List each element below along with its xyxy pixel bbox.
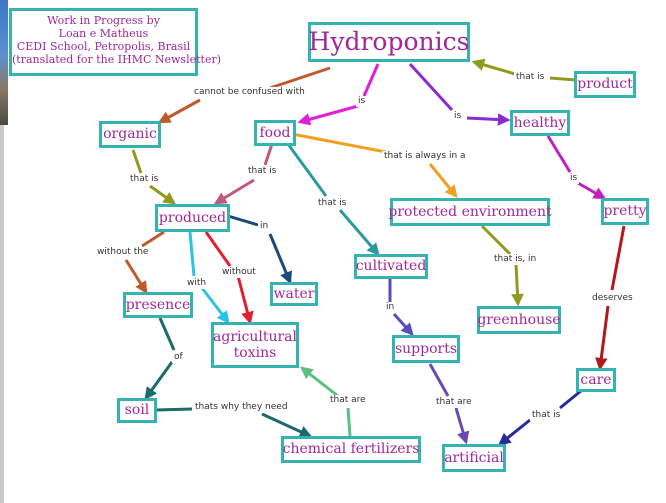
link-protected-thatisin — [480, 224, 512, 256]
concept-hydroponics[interactable]: Hydroponics — [308, 22, 470, 62]
link-presence-of — [158, 317, 176, 351]
link-without-presence — [124, 259, 148, 295]
link-soil-thatswhy — [155, 407, 193, 412]
concept-greenhouse[interactable]: greenhouse — [477, 306, 561, 334]
link-label-in-supports: in — [384, 302, 397, 313]
link-food-always — [291, 132, 387, 154]
link-label-with: with — [185, 278, 209, 289]
link-label-that-is-organic: that is — [128, 174, 161, 185]
credits-box: Work in Progress by Loan e Matheus CEDI … — [9, 8, 221, 76]
link-label-that-are-artificial: that are — [434, 397, 474, 408]
concept-artificial[interactable]: artificial — [442, 444, 506, 472]
link-hydroponics-is2 — [408, 62, 454, 112]
link-food-thatis — [263, 143, 274, 166]
concept-product[interactable]: product — [574, 71, 636, 98]
concept-soil[interactable]: soil — [117, 398, 157, 423]
window-edge-lower — [0, 125, 4, 503]
link-hydroponics-is — [362, 63, 380, 97]
concept-care[interactable]: care — [576, 368, 616, 392]
link-thatisin-greenhouse — [511, 263, 524, 307]
concept-supports[interactable]: supports — [392, 335, 460, 363]
concept-water[interactable]: water — [270, 282, 318, 306]
link-produced-with — [188, 231, 196, 277]
link-is-pretty — [577, 181, 607, 200]
link-in-water — [268, 233, 292, 285]
concept-protected-environment[interactable]: protected environment — [388, 198, 552, 226]
link-thatare-artificial — [454, 407, 470, 445]
link-food-thatis2 — [286, 143, 328, 197]
link-thatis-artificial — [498, 418, 531, 446]
link-label-is-healthy: is — [452, 111, 464, 122]
link-label-is-pretty: is — [568, 173, 580, 184]
link-in-supports — [392, 312, 414, 336]
window-edge — [0, 0, 8, 125]
link-label-that-are-toxins: that are — [328, 395, 368, 406]
link-hydroponics-label-cannot — [269, 66, 331, 90]
link-label-thats-why-they-need: thats why they need — [193, 402, 290, 413]
concept-food[interactable]: food — [254, 120, 296, 146]
link-label-of: of — [172, 352, 185, 363]
link-label-cannot-be-confused-with: cannot be confused with — [192, 87, 307, 98]
link-supports-thatare — [428, 363, 450, 397]
link-label-that-is-care: that is — [530, 410, 563, 421]
concept-agricultural-toxins[interactable]: agricultural toxins — [211, 322, 299, 368]
link-always-protected — [428, 163, 458, 198]
link-fert-thatare — [346, 407, 352, 437]
link-label-in-water: in — [258, 221, 271, 232]
link-label-without-the: without the — [95, 247, 151, 258]
link-label-that-is-in: that is, in — [492, 254, 539, 265]
credits-line-3: CEDI School, Petropolis, Brasil — [16, 40, 191, 53]
link-thatis-hydroponics — [471, 58, 516, 76]
link-thatare-toxins — [300, 366, 339, 398]
concept-organic[interactable]: organic — [99, 121, 161, 148]
concept-agricultural-toxins-line1: agricultural — [213, 328, 297, 345]
link-without2-toxins — [236, 275, 254, 325]
concept-healthy[interactable]: healthy — [510, 110, 570, 136]
concept-produced[interactable]: produced — [155, 204, 230, 232]
concept-presence[interactable]: presence — [123, 292, 193, 318]
link-product-thatis — [549, 76, 577, 82]
link-care-thatis — [559, 388, 583, 410]
link-thatswhy-fert — [261, 412, 313, 438]
link-with-toxins — [200, 287, 230, 325]
link-label-that-is-food: that is — [246, 166, 279, 177]
link-cannot-organic — [157, 98, 201, 124]
link-label-that-is-always-in-a: that is always in a — [382, 151, 468, 162]
concept-cultivated[interactable]: cultivated — [354, 254, 428, 279]
link-produced-without2 — [204, 231, 232, 267]
concept-pretty[interactable]: pretty — [601, 198, 649, 225]
link-label-without: without — [220, 267, 258, 278]
link-label-that-is-cultivated: that is — [316, 198, 349, 209]
link-healthy-is — [546, 135, 572, 173]
link-label-deserves: deserves — [590, 293, 635, 304]
credits-line-4: (translated for the IHMC Newsletter) — [12, 53, 221, 66]
link-organic-thatis — [131, 149, 143, 174]
credits-line-2: Loan e Matheus — [58, 27, 149, 40]
concept-chemical-fertilizers[interactable]: chemical fertilizers — [281, 436, 421, 463]
link-label-that-is-product: that is — [514, 72, 547, 83]
link-pretty-deserves — [610, 225, 626, 291]
link-is-food — [297, 104, 359, 126]
link-label-is-food: is — [356, 96, 368, 107]
link-thatis-produced2 — [213, 178, 255, 205]
credits-line-1: Work in Progress by — [47, 14, 160, 27]
link-deserves-care — [595, 305, 610, 371]
link-thatis-produced — [149, 184, 177, 205]
link-of-soil — [144, 361, 174, 401]
concept-agricultural-toxins-line2: toxins — [233, 345, 277, 361]
link-is-healthy — [466, 113, 511, 126]
link-produced-in — [227, 214, 259, 227]
link-produced-without — [141, 230, 165, 248]
link-thatis-cultivated — [338, 209, 380, 256]
